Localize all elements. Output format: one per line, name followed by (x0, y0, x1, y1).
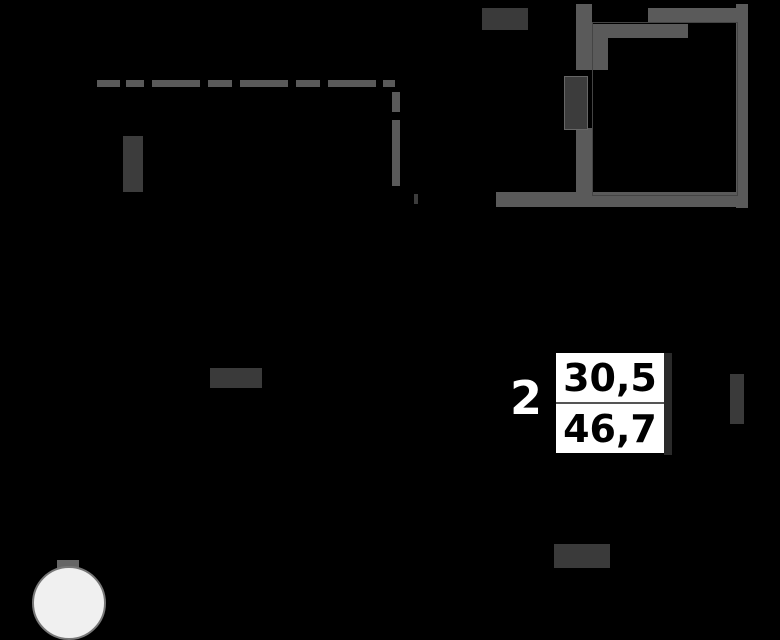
balcony-radiator (123, 136, 143, 192)
compass-icon (32, 566, 106, 640)
wall-right-room-left-lower (576, 128, 592, 206)
balcony-dash (152, 80, 200, 87)
area-box: 30,5 46,7 (556, 353, 664, 453)
area-divider (556, 402, 664, 404)
balcony-dash (383, 80, 395, 87)
dimension-center (210, 368, 262, 388)
wall-right-room-top-step (592, 24, 688, 38)
living-area: 30,5 (563, 355, 657, 400)
wall-right-room-right (736, 4, 748, 208)
wall-right-room-left (576, 4, 592, 70)
dimension-bottom (554, 544, 610, 568)
wall-right-room-top (648, 8, 748, 22)
dimension-top (482, 8, 528, 30)
wall-right-room-corner (592, 38, 608, 70)
balcony-dash-vertical (392, 92, 400, 112)
radiator (564, 76, 588, 130)
compass-north-marker (57, 560, 79, 569)
balcony-dash-vertical (392, 120, 400, 186)
dimension-right (730, 374, 744, 424)
area-box-shadow (664, 353, 672, 455)
balcony-dash (240, 80, 288, 87)
balcony-dash (296, 80, 320, 87)
total-area: 46,7 (563, 406, 657, 451)
balcony-dash (126, 80, 144, 87)
right-room-inner-outline (592, 22, 738, 196)
balcony-dash (97, 80, 120, 87)
room-count: 2 (510, 371, 543, 425)
floor-plan: 2 30,5 46,7 (32, 4, 748, 640)
balcony-dash (328, 80, 376, 87)
door-marker (414, 194, 418, 204)
balcony-dash (208, 80, 232, 87)
